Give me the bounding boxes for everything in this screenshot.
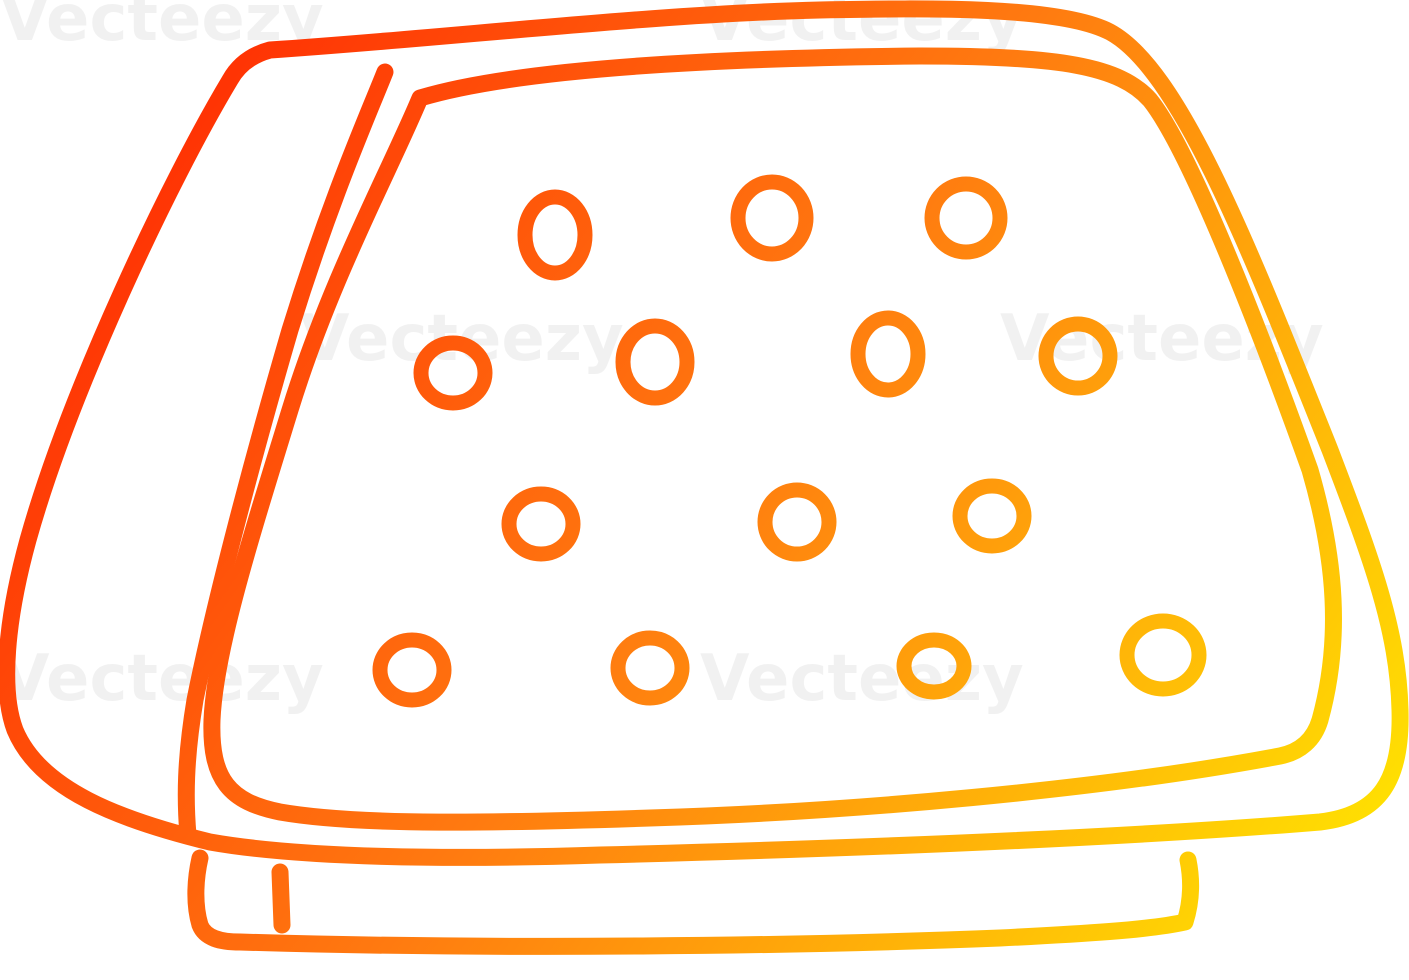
tuft-button xyxy=(501,486,581,562)
tuft-button xyxy=(517,189,593,281)
tuft-button xyxy=(896,632,972,700)
tuft-button xyxy=(850,310,926,398)
watermark-text: Vecteezy xyxy=(700,642,1024,716)
mattress-outer-outline xyxy=(0,0,1409,866)
tuft-button xyxy=(952,478,1032,554)
mattress-top-panel xyxy=(203,47,1342,831)
tuft-button xyxy=(615,318,695,406)
tuft-button xyxy=(610,630,690,706)
tuft-button xyxy=(757,482,837,562)
mattress-outline-group xyxy=(0,0,1409,955)
tuft-button xyxy=(730,174,814,262)
watermark-text: Vecteezy xyxy=(0,642,324,716)
tuft-button xyxy=(924,176,1008,260)
mattress-base-divider xyxy=(271,863,291,934)
tuft-button xyxy=(372,632,452,708)
tuft-buttons xyxy=(372,174,1207,708)
mattress-side-edge xyxy=(177,63,394,844)
tuft-button xyxy=(1038,316,1118,396)
watermark-layer: Vecteezy Vecteezy Vecteezy Vecteezy Vect… xyxy=(0,0,1324,716)
mattress-base xyxy=(187,849,1200,955)
tuft-button xyxy=(1119,613,1207,697)
tuft-button xyxy=(413,335,493,411)
